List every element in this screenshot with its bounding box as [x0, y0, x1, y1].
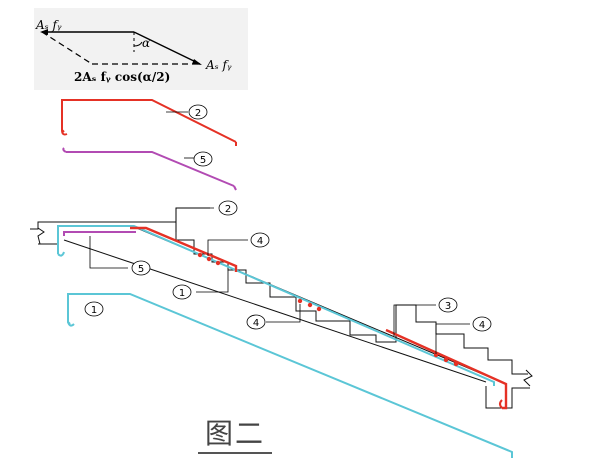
tag-c4c — [472, 316, 492, 332]
tag-c4a — [250, 232, 270, 248]
leader-c2 — [175, 207, 214, 232]
dist-bar-dot — [307, 302, 313, 308]
force-vector-diagonal — [133, 31, 201, 65]
break-mark-left — [37, 227, 45, 245]
tag-c4c-text: 4 — [479, 320, 485, 331]
formula-top-left-label: Aₛ fᵧ — [36, 18, 62, 32]
dist-bar-dot — [297, 298, 303, 304]
bar-1-detail: 1 — [67, 293, 513, 458]
bar-2-in-place — [130, 226, 238, 272]
bar-5-hook — [62, 147, 67, 153]
bar-1-hook — [67, 321, 75, 327]
bar-5-tag — [193, 151, 213, 167]
bar-1-tag-text: 1 — [91, 305, 97, 316]
tag-c2-text: 2 — [225, 204, 231, 215]
dist-bar-dot — [316, 306, 322, 312]
dist-bar-dot — [197, 252, 203, 258]
formula-angle-label: α — [142, 36, 151, 50]
dist-bar-dot — [453, 361, 459, 367]
bar-2-tag-text: 2 — [195, 108, 201, 119]
leader-c5 — [89, 236, 128, 269]
bar-2-detail: 2 — [61, 99, 237, 146]
leader-c1 — [196, 270, 229, 293]
bar-5-in-place — [63, 231, 136, 236]
formula-resultant-label: 2Aₛ fᵧ cos(α/2) — [74, 70, 171, 84]
bar-1-in-place — [57, 225, 495, 386]
slab-soffit-line — [63, 239, 487, 383]
dist-bar-dot — [206, 256, 212, 262]
bar-2-tag — [188, 104, 208, 120]
bar-2-hook — [61, 129, 68, 136]
bar-1-tag — [84, 301, 104, 317]
dist-bar-dot — [215, 260, 221, 266]
tag-c1 — [172, 284, 192, 300]
bar-3-hook — [499, 399, 503, 409]
bottom-landing-edge — [485, 386, 530, 409]
leader-c4c — [435, 323, 470, 354]
leader-c3 — [393, 304, 436, 336]
leader-c4b — [266, 304, 301, 323]
bar-5-in-place-line — [63, 231, 136, 236]
tag-c2 — [218, 200, 238, 216]
leader-c4a — [207, 239, 248, 256]
bar-5-detail: 5 — [62, 147, 237, 191]
dist-bar-dot — [433, 352, 439, 358]
bar-1-line — [67, 293, 513, 458]
landing-bottom — [38, 236, 59, 245]
bar-5-line — [66, 151, 235, 187]
tag-c3 — [438, 297, 458, 313]
bar-2-line — [61, 99, 237, 143]
callout-leaders — [89, 207, 470, 354]
tag-c4b — [246, 314, 266, 330]
distribution-bars-4 — [197, 252, 459, 367]
bar-5-end — [233, 185, 237, 191]
formula-bottom-right-label: Aₛ fᵧ — [206, 58, 232, 72]
bar-5-tag-text: 5 — [200, 155, 206, 166]
tag-c4b-text: 4 — [253, 318, 259, 329]
break-mark-right — [523, 369, 533, 387]
tag-c3-text: 3 — [445, 301, 451, 312]
tag-c1-text: 1 — [179, 288, 185, 299]
force-formula-panel: Aₛ fᵧ α Aₛ fᵧ 2Aₛ fᵧ cos(α/2) — [34, 8, 248, 90]
dist-bar-dot — [443, 357, 449, 363]
tag-c5 — [131, 260, 151, 276]
angle-arc — [133, 41, 143, 47]
tag-c4a-text: 4 — [257, 236, 263, 247]
arrowhead-left — [40, 29, 48, 35]
figure-caption: 图二 — [198, 418, 272, 456]
caption-underline — [198, 452, 272, 454]
figure-caption-text: 图二 — [204, 417, 265, 450]
callout-tags: 2 4 5 1 4 3 4 — [131, 200, 492, 332]
bar-3-in-place-line — [385, 328, 508, 410]
bar-3-in-place — [385, 328, 508, 410]
bar-1-in-place-hook — [57, 251, 65, 257]
tag-c5-text: 5 — [138, 264, 144, 275]
force-triangle-svg — [40, 29, 202, 65]
stair-outline — [30, 207, 533, 409]
bar-2-in-place-line — [130, 226, 238, 272]
bar-1-in-place-line — [57, 225, 495, 386]
stair-steps — [175, 222, 528, 375]
